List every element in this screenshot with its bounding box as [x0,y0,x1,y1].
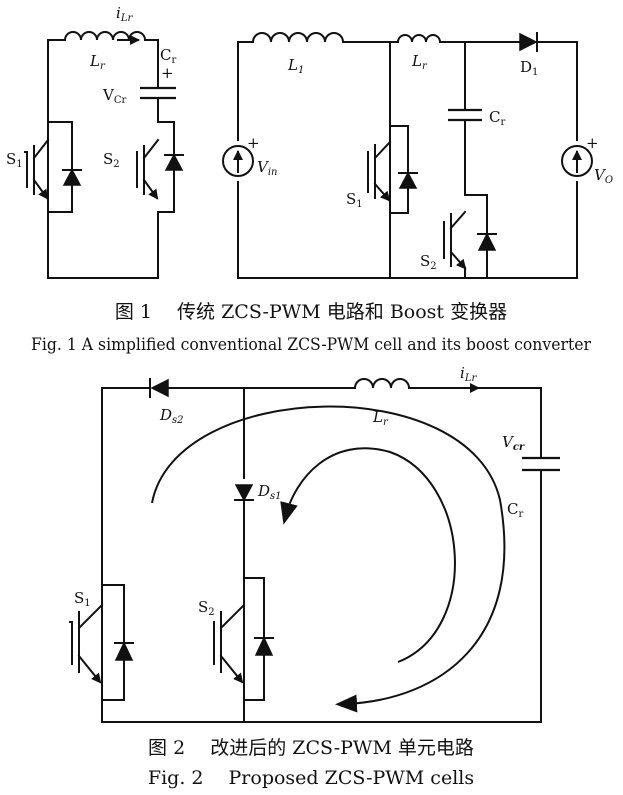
fig2-capacitor-cr [522,456,560,472]
fig1-converter-vin-plus: + [247,134,260,152]
fig1-cell-inductor-lr [63,31,147,42]
fig2-current-loop-outer [151,405,506,713]
fig1-converter-lr-label: Lr [411,52,428,72]
fig2-caption-cn: 图 2 改进后的 ZCS-PWM 单元电路 [148,737,474,759]
fig2-ds2-label: Ds2 [159,406,184,426]
fig2-ds1-label: Ds1 [257,482,282,502]
fig1-converter-source-vin [222,145,254,177]
fig2-switch-s2 [213,577,274,701]
fig1-converter-l1-label: L1 [287,56,304,76]
fig1-caption-en: Fig. 1 A simplified conventional ZCS-PWM… [31,335,592,355]
fig1-caption-cn: 图 1 传统 ZCS-PWM 电路和 Boost 变换器 [115,301,507,323]
fig1-converter-capacitor-cr [448,108,482,122]
fig2-s2-label: S2 [198,598,215,618]
fig2-current-loop-inner [280,447,456,663]
fig1-converter-switch-s1 [367,125,418,214]
fig2-vcr-label: Vcr [502,433,525,453]
fig2-s1-label: S1 [74,589,91,609]
fig1-converter-source-vo [561,145,593,177]
fig1-converter-d1-label: D1 [520,58,538,78]
fig1-cell-ilr-label: iLr [116,4,133,24]
fig2-caption-en: Fig. 2 Proposed ZCS-PWM cells [148,767,474,789]
fig1-cell-switch-s1 [24,121,82,213]
fig1-converter [222,32,593,279]
fig1-cell-s2-label: S2 [103,150,120,170]
fig1-converter-inductor-lr [396,34,442,44]
fig2-diode-ds1 [234,484,254,502]
fig2-lr-label: Lr [372,408,389,428]
fig2-inductor-lr [353,378,411,390]
fig1-cell-plus-label: + [161,64,174,82]
fig1-cell-lr-label: Lr [89,52,106,72]
fig1-cell-capacitor-cr [140,86,176,100]
fig2-circuit [69,378,560,723]
fig1-cell-switch-s2 [136,121,184,213]
fig1-cell-cr-label: Cr [160,46,176,66]
fig2-diode-ds2 [149,378,169,398]
fig2-ilr-label: iLr [460,364,477,384]
fig1-converter-vin-label: Vin [257,158,277,178]
fig1-converter-vo-plus: + [586,134,599,152]
fig1-cell-vcr-label: VCr [102,86,126,106]
fig1-converter-s1-label: S1 [346,190,363,210]
fig2-switch-s1 [69,584,134,701]
fig1-converter-switch-s2 [443,194,497,279]
fig1-converter-vo-label: VO [594,166,613,186]
fig1-cell [24,31,184,279]
fig1-converter-s2-label: S2 [420,252,437,272]
fig1-converter-inductor-l1 [251,32,345,44]
fig1-cell-s1-label: S1 [6,150,23,170]
fig1-converter-cr-label: Cr [489,108,505,128]
fig2-cr-label: Cr [507,500,523,520]
fig1-converter-diode-d1 [519,32,538,52]
